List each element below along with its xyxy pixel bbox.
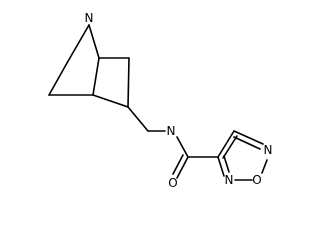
atom-labels: N N O N O N: [85, 11, 273, 190]
bond: [127, 57, 130, 108]
bond: [222, 135, 238, 159]
bond: [172, 154, 184, 175]
bond: [223, 155, 230, 173]
bond: [261, 159, 268, 174]
bond: [176, 156, 189, 179]
amide-linker: [127, 106, 219, 179]
atom-n-ring-upper: N: [264, 143, 273, 157]
bond: [92, 94, 129, 108]
atom-n-ring-lower: N: [225, 173, 234, 187]
furazan-ring: [217, 130, 268, 181]
atom-n-amide: N: [167, 124, 176, 138]
bond: [233, 136, 261, 150]
bicyclic-ring: [48, 24, 130, 108]
bond: [217, 130, 235, 158]
bond: [48, 62, 68, 96]
atom-o-carbonyl: O: [168, 176, 177, 190]
bond: [88, 24, 100, 59]
molecule-diagram: N N O N O N: [48, 11, 273, 190]
bond: [217, 156, 225, 177]
bond: [66, 24, 90, 64]
bond: [233, 130, 264, 145]
atom-n-bridge: N: [85, 11, 94, 25]
bond: [176, 136, 189, 158]
atom-o-ring: O: [252, 173, 261, 187]
bond: [127, 106, 149, 132]
bond: [92, 57, 100, 96]
